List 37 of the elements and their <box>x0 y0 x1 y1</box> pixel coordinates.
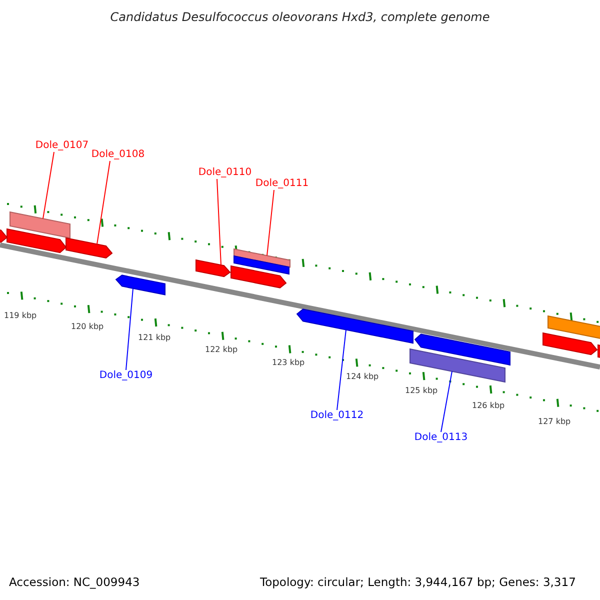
gene-feature <box>115 274 166 296</box>
leader-line <box>96 160 110 245</box>
gene-feature <box>598 344 600 359</box>
axis-tick-label: 126 kbp <box>472 400 505 412</box>
axis-tick-label: 120 kbp <box>71 321 104 333</box>
accession-text: Accession: NC_009943 <box>9 576 140 588</box>
axis-tick-label: 122 kbp <box>205 344 238 356</box>
gene-feature <box>542 332 598 356</box>
gene-label: Dole_0112 <box>310 410 364 422</box>
gene-feature <box>410 348 506 383</box>
gene-feature <box>548 315 600 340</box>
axis-tick-label: 125 kbp <box>405 385 438 397</box>
gene-label: Dole_0110 <box>198 167 252 179</box>
leader-line <box>266 190 274 256</box>
gene-feature <box>234 255 290 275</box>
leader-line <box>126 288 134 370</box>
gene-label: Dole_0108 <box>91 149 145 161</box>
gene-feature <box>414 334 510 366</box>
leader-line <box>216 178 222 266</box>
gene-label: Dole_0113 <box>414 432 468 444</box>
axis-tick-label: 121 kbp <box>138 332 171 344</box>
leader-line <box>336 329 346 410</box>
gene-label: Dole_0107 <box>35 140 89 152</box>
axis-tick-label: 124 kbp <box>346 371 379 383</box>
gene-feature <box>66 237 113 259</box>
chart-title: Candidatus Desulfococcus oleovorans Hxd3, complete genome <box>110 11 490 23</box>
axis-tick-label: 123 kbp <box>272 357 305 369</box>
gene-feature <box>196 259 231 278</box>
gene-feature <box>296 308 414 344</box>
gene-label: Dole_0109 <box>99 370 153 382</box>
gene-feature <box>10 211 70 239</box>
leader-line <box>440 370 452 432</box>
gene-label: Dole_0111 <box>255 178 309 190</box>
leader-line <box>42 152 54 220</box>
axis-tick-label: 119 kbp <box>4 310 37 322</box>
genome-summary-text: Topology: circular; Length: 3,944,167 bp; Genes: 3,317 <box>260 576 576 588</box>
axis-tick-label: 127 kbp <box>538 416 571 428</box>
